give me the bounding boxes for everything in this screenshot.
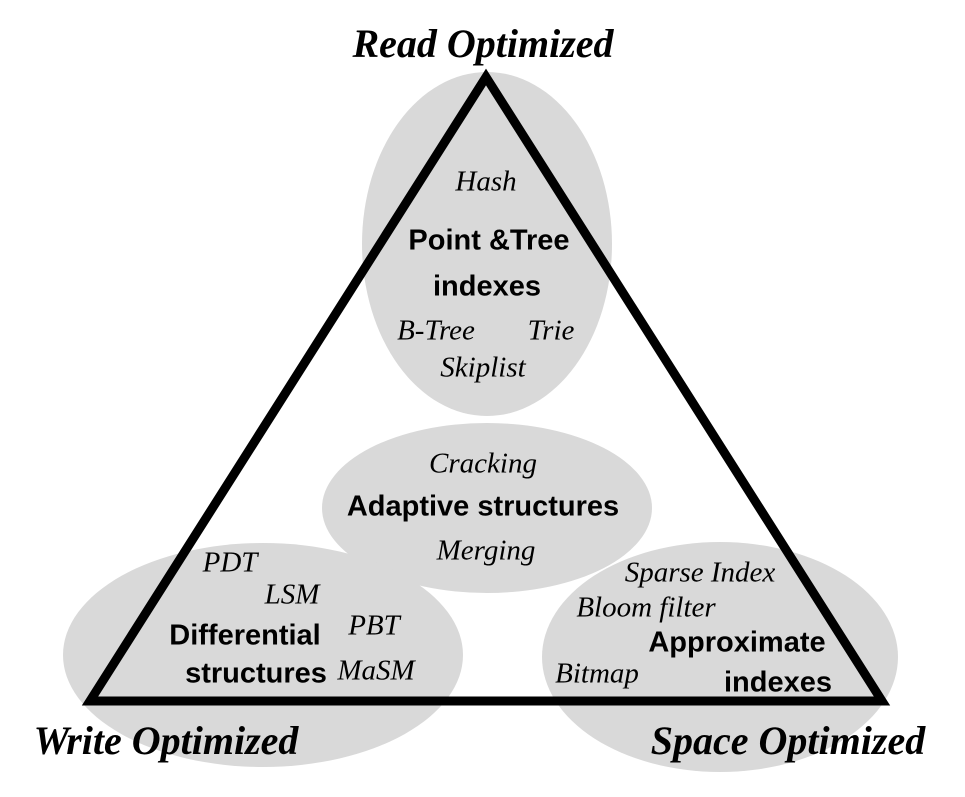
corner-label-space-optimized: Space Optimized bbox=[650, 718, 926, 763]
corner-label-read-optimized: Read Optimized bbox=[352, 21, 614, 66]
label-lsm: LSM bbox=[264, 578, 320, 611]
label-sparse-index: Sparse Index bbox=[624, 556, 776, 589]
ellipse-approximate-indexes bbox=[542, 542, 898, 772]
group-title-differential-line1: Differential bbox=[169, 619, 321, 652]
label-b-tree: B-Tree bbox=[397, 314, 475, 347]
label-hash: Hash bbox=[455, 165, 517, 198]
label-masm: MaSM bbox=[337, 654, 415, 687]
label-bitmap: Bitmap bbox=[555, 657, 639, 690]
label-pbt: PBT bbox=[348, 609, 400, 642]
group-title-approximate-line1: Approximate bbox=[648, 626, 826, 659]
group-title-adaptive-structures: Adaptive structures bbox=[346, 490, 620, 523]
group-title-approximate-line2: indexes bbox=[724, 666, 832, 699]
label-bloom-filter: Bloom filter bbox=[576, 591, 716, 624]
group-title-point-tree-line1: Point &Tree bbox=[408, 224, 570, 257]
group-title-point-tree-line2: indexes bbox=[433, 270, 541, 303]
group-title-differential-line2: structures bbox=[185, 657, 327, 690]
label-cracking: Cracking bbox=[429, 447, 537, 480]
label-skiplist: Skiplist bbox=[440, 351, 526, 384]
label-pdt: PDT bbox=[202, 546, 258, 579]
ellipse-point-tree-indexes bbox=[362, 72, 612, 416]
ellipse-differential-structures bbox=[63, 543, 463, 767]
label-merging: Merging bbox=[436, 534, 536, 567]
label-trie: Trie bbox=[527, 314, 575, 347]
corner-label-write-optimized: Write Optimized bbox=[33, 718, 299, 763]
